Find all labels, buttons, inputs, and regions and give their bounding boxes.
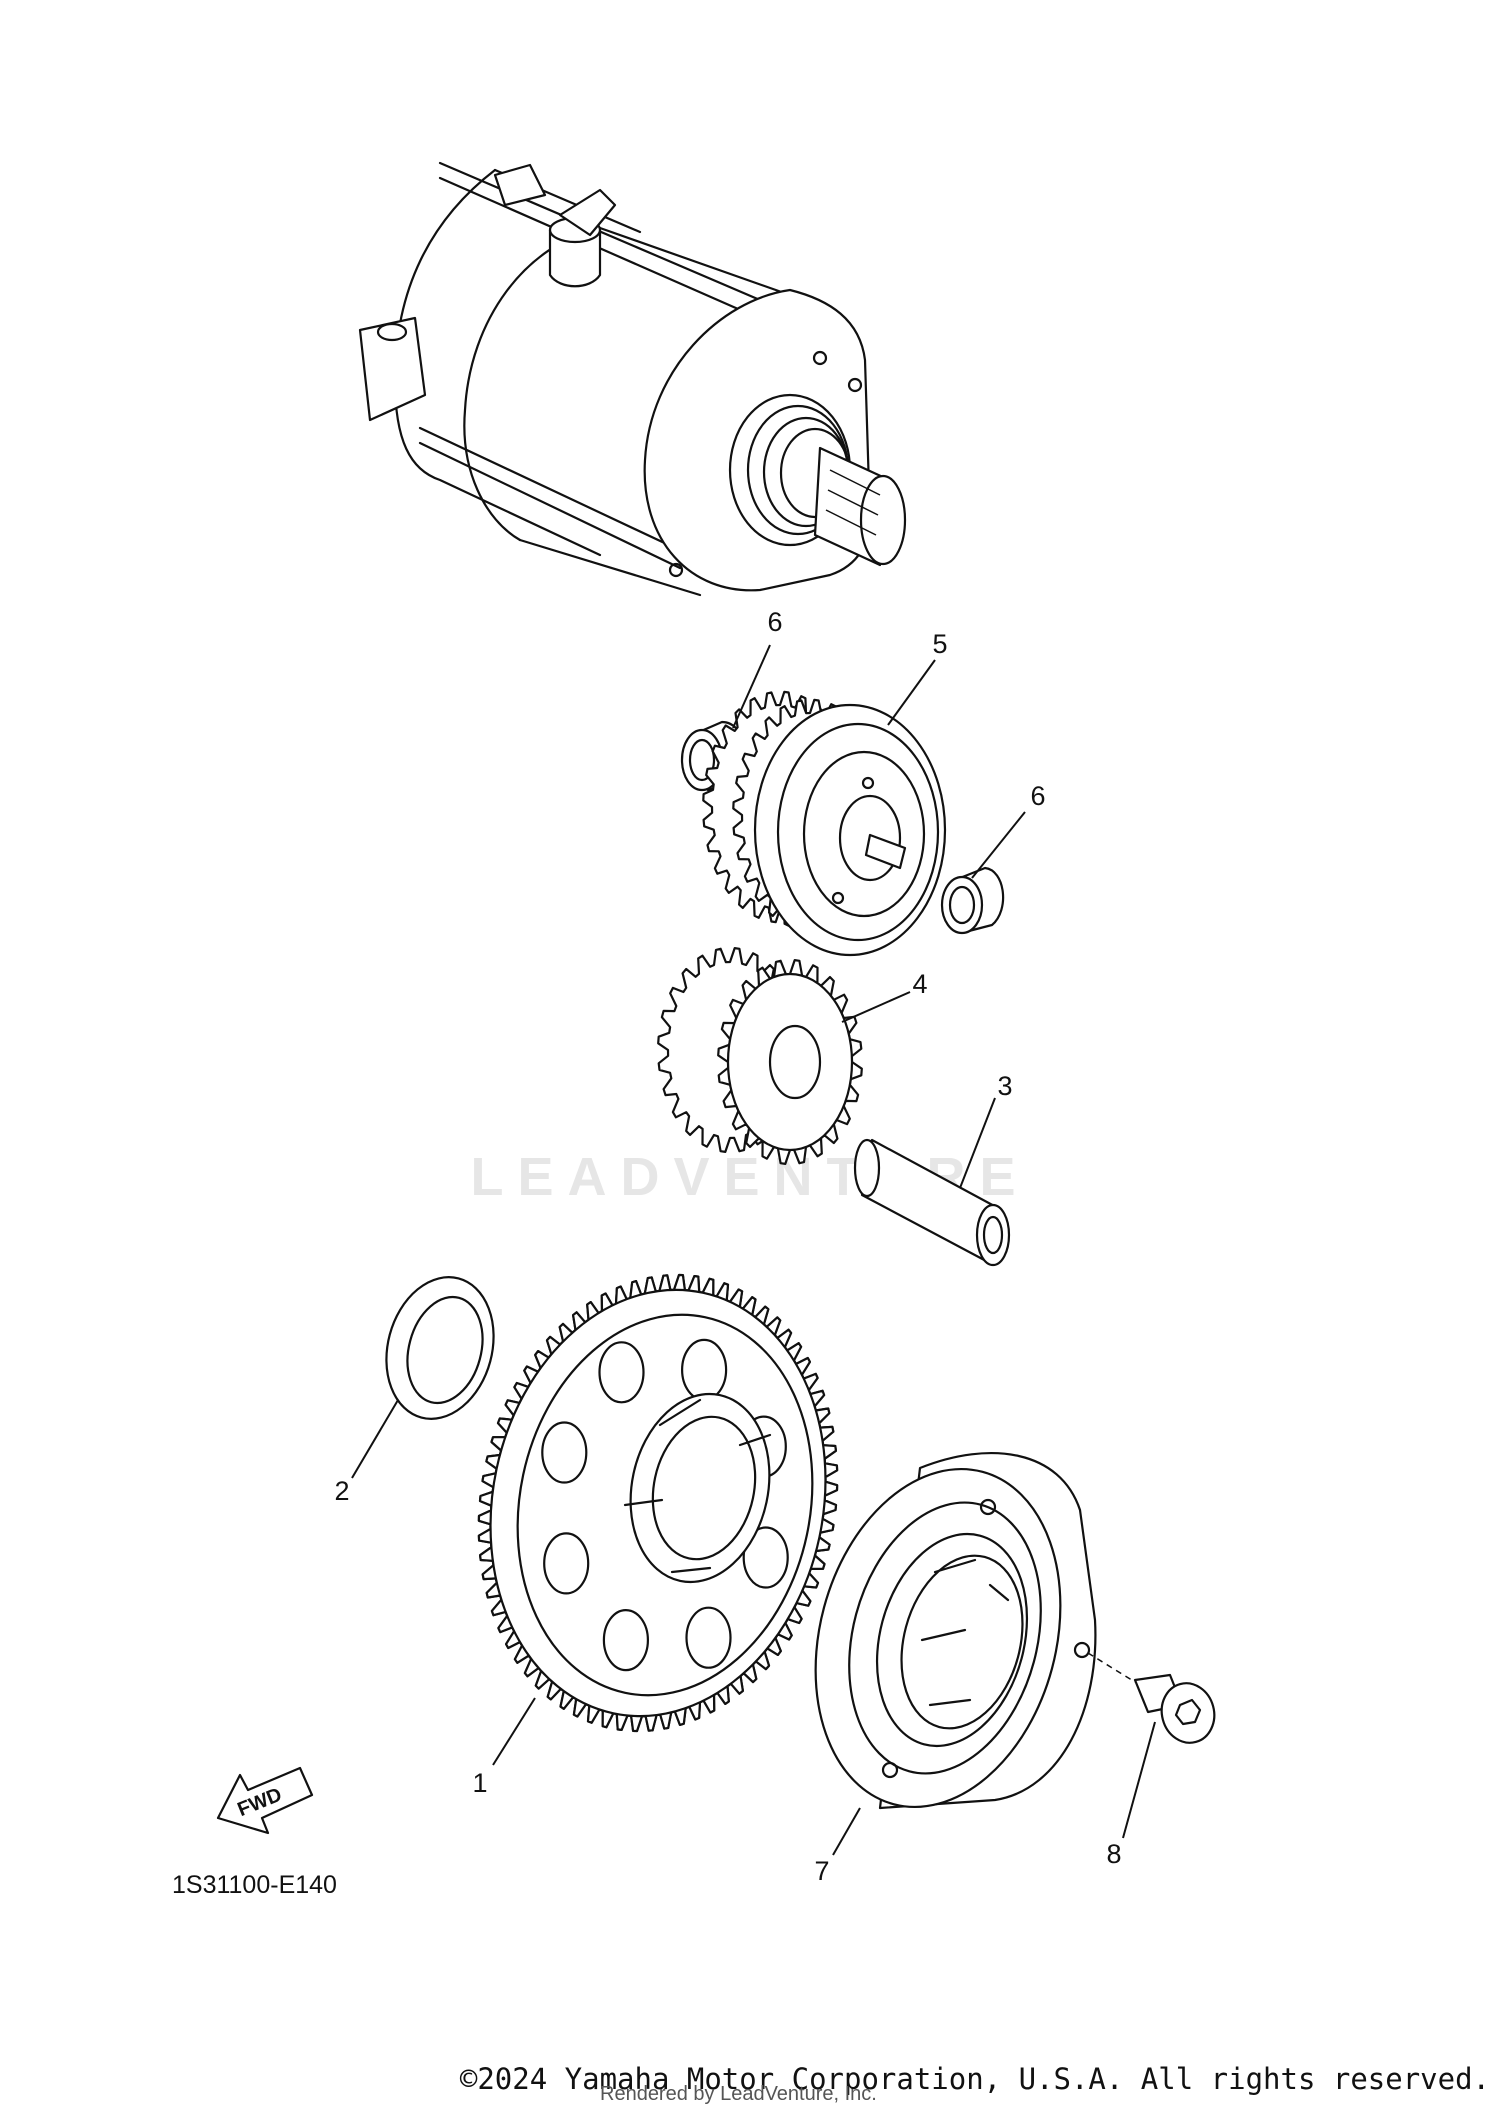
rendered-by-credit: Rendered by LeadVenture, Inc. [600, 2083, 877, 2105]
washer-2 [385, 1276, 495, 1420]
gear-4 [657, 947, 863, 1165]
shaft-3 [853, 1138, 1011, 1267]
lightening-hole [602, 1608, 650, 1672]
drawing-code: 1S31100-E140 [172, 1871, 337, 1899]
one-way-clutch-7 [814, 1452, 1097, 1810]
lightening-hole [543, 1532, 590, 1595]
callout-4: 4 [912, 969, 927, 999]
bolt-8 [1087, 1652, 1216, 1744]
lightening-hole [742, 1526, 789, 1589]
callout-3: 3 [997, 1071, 1012, 1101]
callout-6-lower: 6 [1030, 781, 1045, 811]
callout-1: 1 [472, 1768, 487, 1798]
copyright-notice: ©2024 Yamaha Motor Corporation, U.S.A. A… [459, 2062, 1490, 2096]
lightening-hole [685, 1606, 732, 1669]
callout-2: 2 [334, 1476, 349, 1506]
lightening-hole [541, 1421, 588, 1484]
idle-gear-5 [702, 690, 947, 957]
starter-motor-illustration [358, 161, 907, 597]
lightening-hole [598, 1341, 645, 1404]
callout-5: 5 [932, 629, 947, 659]
collar-6-lower [940, 866, 1005, 935]
forward-direction-arrow: FWD [216, 1766, 314, 1835]
callout-8: 8 [1106, 1839, 1121, 1869]
callout-6-upper: 6 [767, 607, 782, 637]
callout-leaders [351, 644, 1156, 1856]
callout-numbers: 6 5 6 4 3 2 1 7 8 [334, 607, 1121, 1886]
starter-wheel-gear-1 [477, 1273, 839, 1733]
callout-7: 7 [814, 1856, 829, 1886]
